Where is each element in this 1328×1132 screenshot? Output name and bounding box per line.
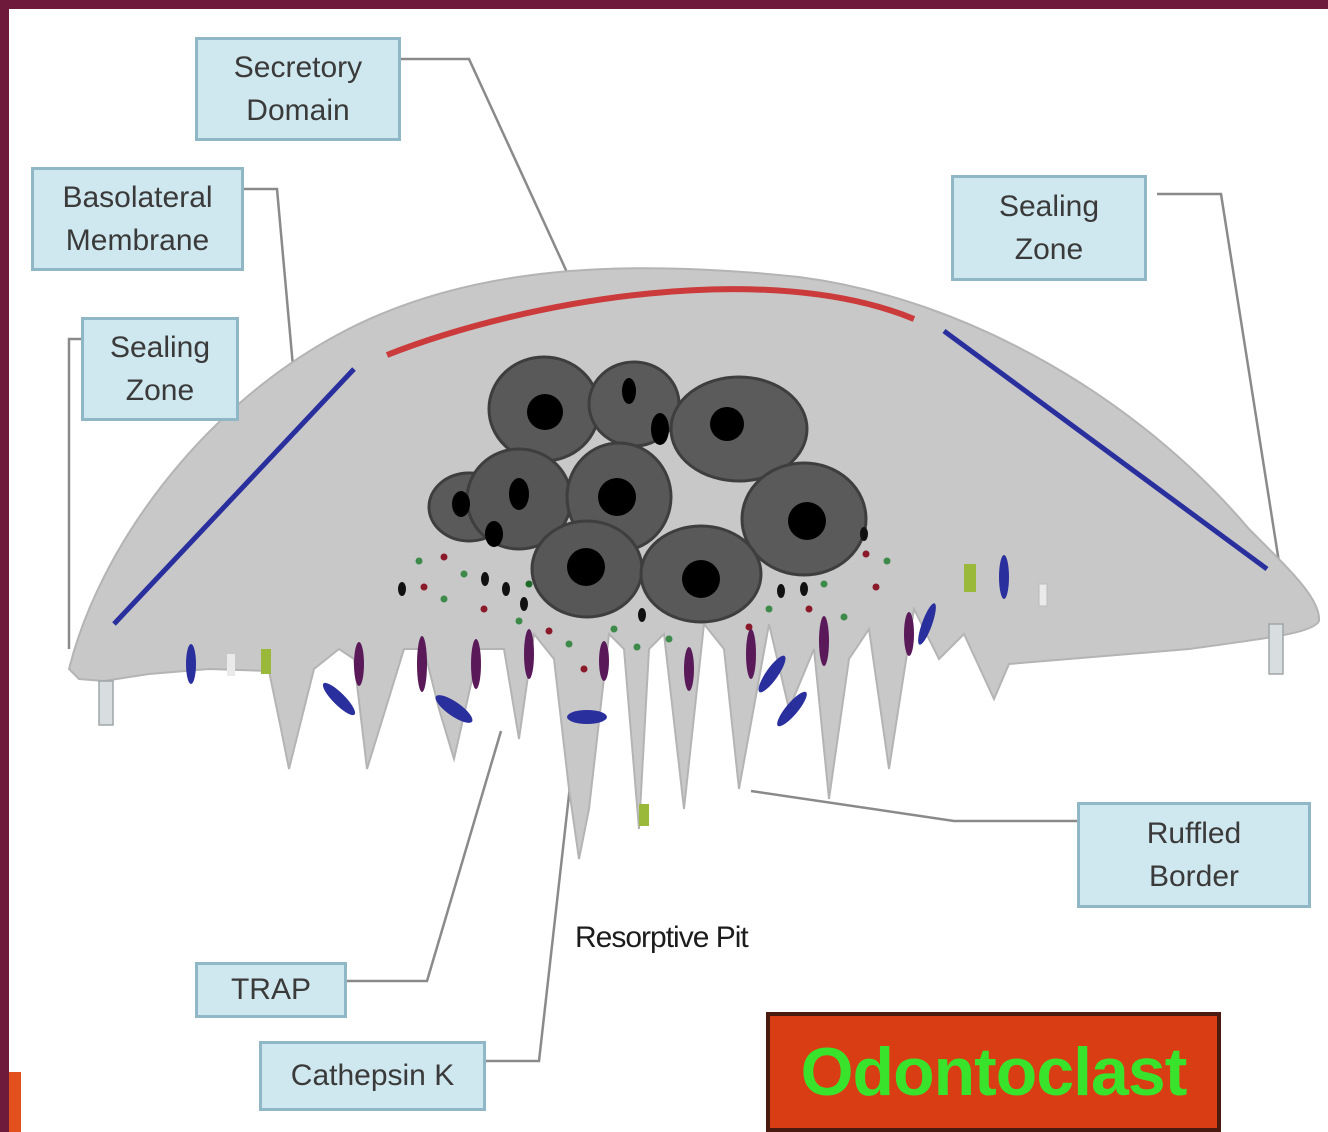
vesicle [421,584,428,591]
vesicle [566,641,573,648]
vesicle [481,606,488,613]
sealing-post-right [1269,624,1283,674]
nucleolus [710,407,744,441]
vesicle [461,571,468,578]
vesicle [526,581,533,588]
vesicle [777,584,785,598]
protein [524,629,534,679]
vesicle [666,636,673,643]
vesicle [806,606,813,613]
vesicle [516,618,523,625]
nucleolus [527,394,563,430]
protein [261,649,271,674]
vesicle [441,596,448,603]
sealing-zone-left-label: Sealing Zone [81,317,239,421]
vesicle [821,581,828,588]
leader-cathepsin-k [486,724,577,1061]
nucleolus [452,491,470,517]
nucleolus [567,548,605,586]
nucleolus [622,378,636,404]
vesicle [863,551,870,558]
protein [684,647,694,691]
vesicle [581,666,588,673]
secretory-domain-label: Secretory Domain [195,37,401,141]
vesicle [502,582,510,596]
nucleolus [509,478,529,510]
vesicle [873,584,880,591]
protein [819,616,829,666]
vesicle [766,606,773,613]
basolateral-membrane-label: Basolateral Membrane [31,167,244,271]
protein [417,636,427,692]
sealing-zone-right-label: Sealing Zone [951,175,1147,281]
ruffled-border-label: Ruffled Border [1077,802,1311,908]
cathepsin-k-label: Cathepsin K [259,1041,486,1111]
protein [354,642,364,686]
protein [599,641,609,681]
vesicle [441,554,448,561]
odontoclast-title-badge: Odontoclast [766,1012,1221,1132]
vesicle [634,644,641,651]
leader-sealing-zone-left [69,339,81,649]
protein [999,555,1009,599]
vesicle [611,626,618,633]
nucleolus [651,413,669,445]
corner-mark [9,1072,21,1132]
trap-label: TRAP [195,962,347,1018]
vesicle [800,582,808,596]
protein [904,612,914,656]
protein [639,804,649,826]
leader-trap [347,731,501,981]
vesicle [884,558,891,565]
vesicle [546,628,553,635]
protein [746,629,756,679]
vesicle [520,597,528,611]
nucleolus [485,521,503,547]
resorptive-pit-label: Resorptive Pit [575,921,748,955]
nucleolus [598,478,636,516]
sealing-post-left [99,681,113,725]
vesicle [481,572,489,586]
protein [227,654,235,676]
leader-secretory-domain [401,59,571,281]
protein [471,639,481,689]
protein [567,710,607,724]
nucleolus [788,502,826,540]
vesicle [638,608,646,622]
vesicle [841,614,848,621]
vesicle [416,558,423,565]
protein [964,564,976,592]
protein [186,644,196,684]
protein [319,679,359,719]
vesicle [398,582,406,596]
nucleolus [682,560,720,598]
protein [1039,584,1047,606]
leader-ruffled-border [751,791,1077,821]
vesicle [860,527,868,541]
